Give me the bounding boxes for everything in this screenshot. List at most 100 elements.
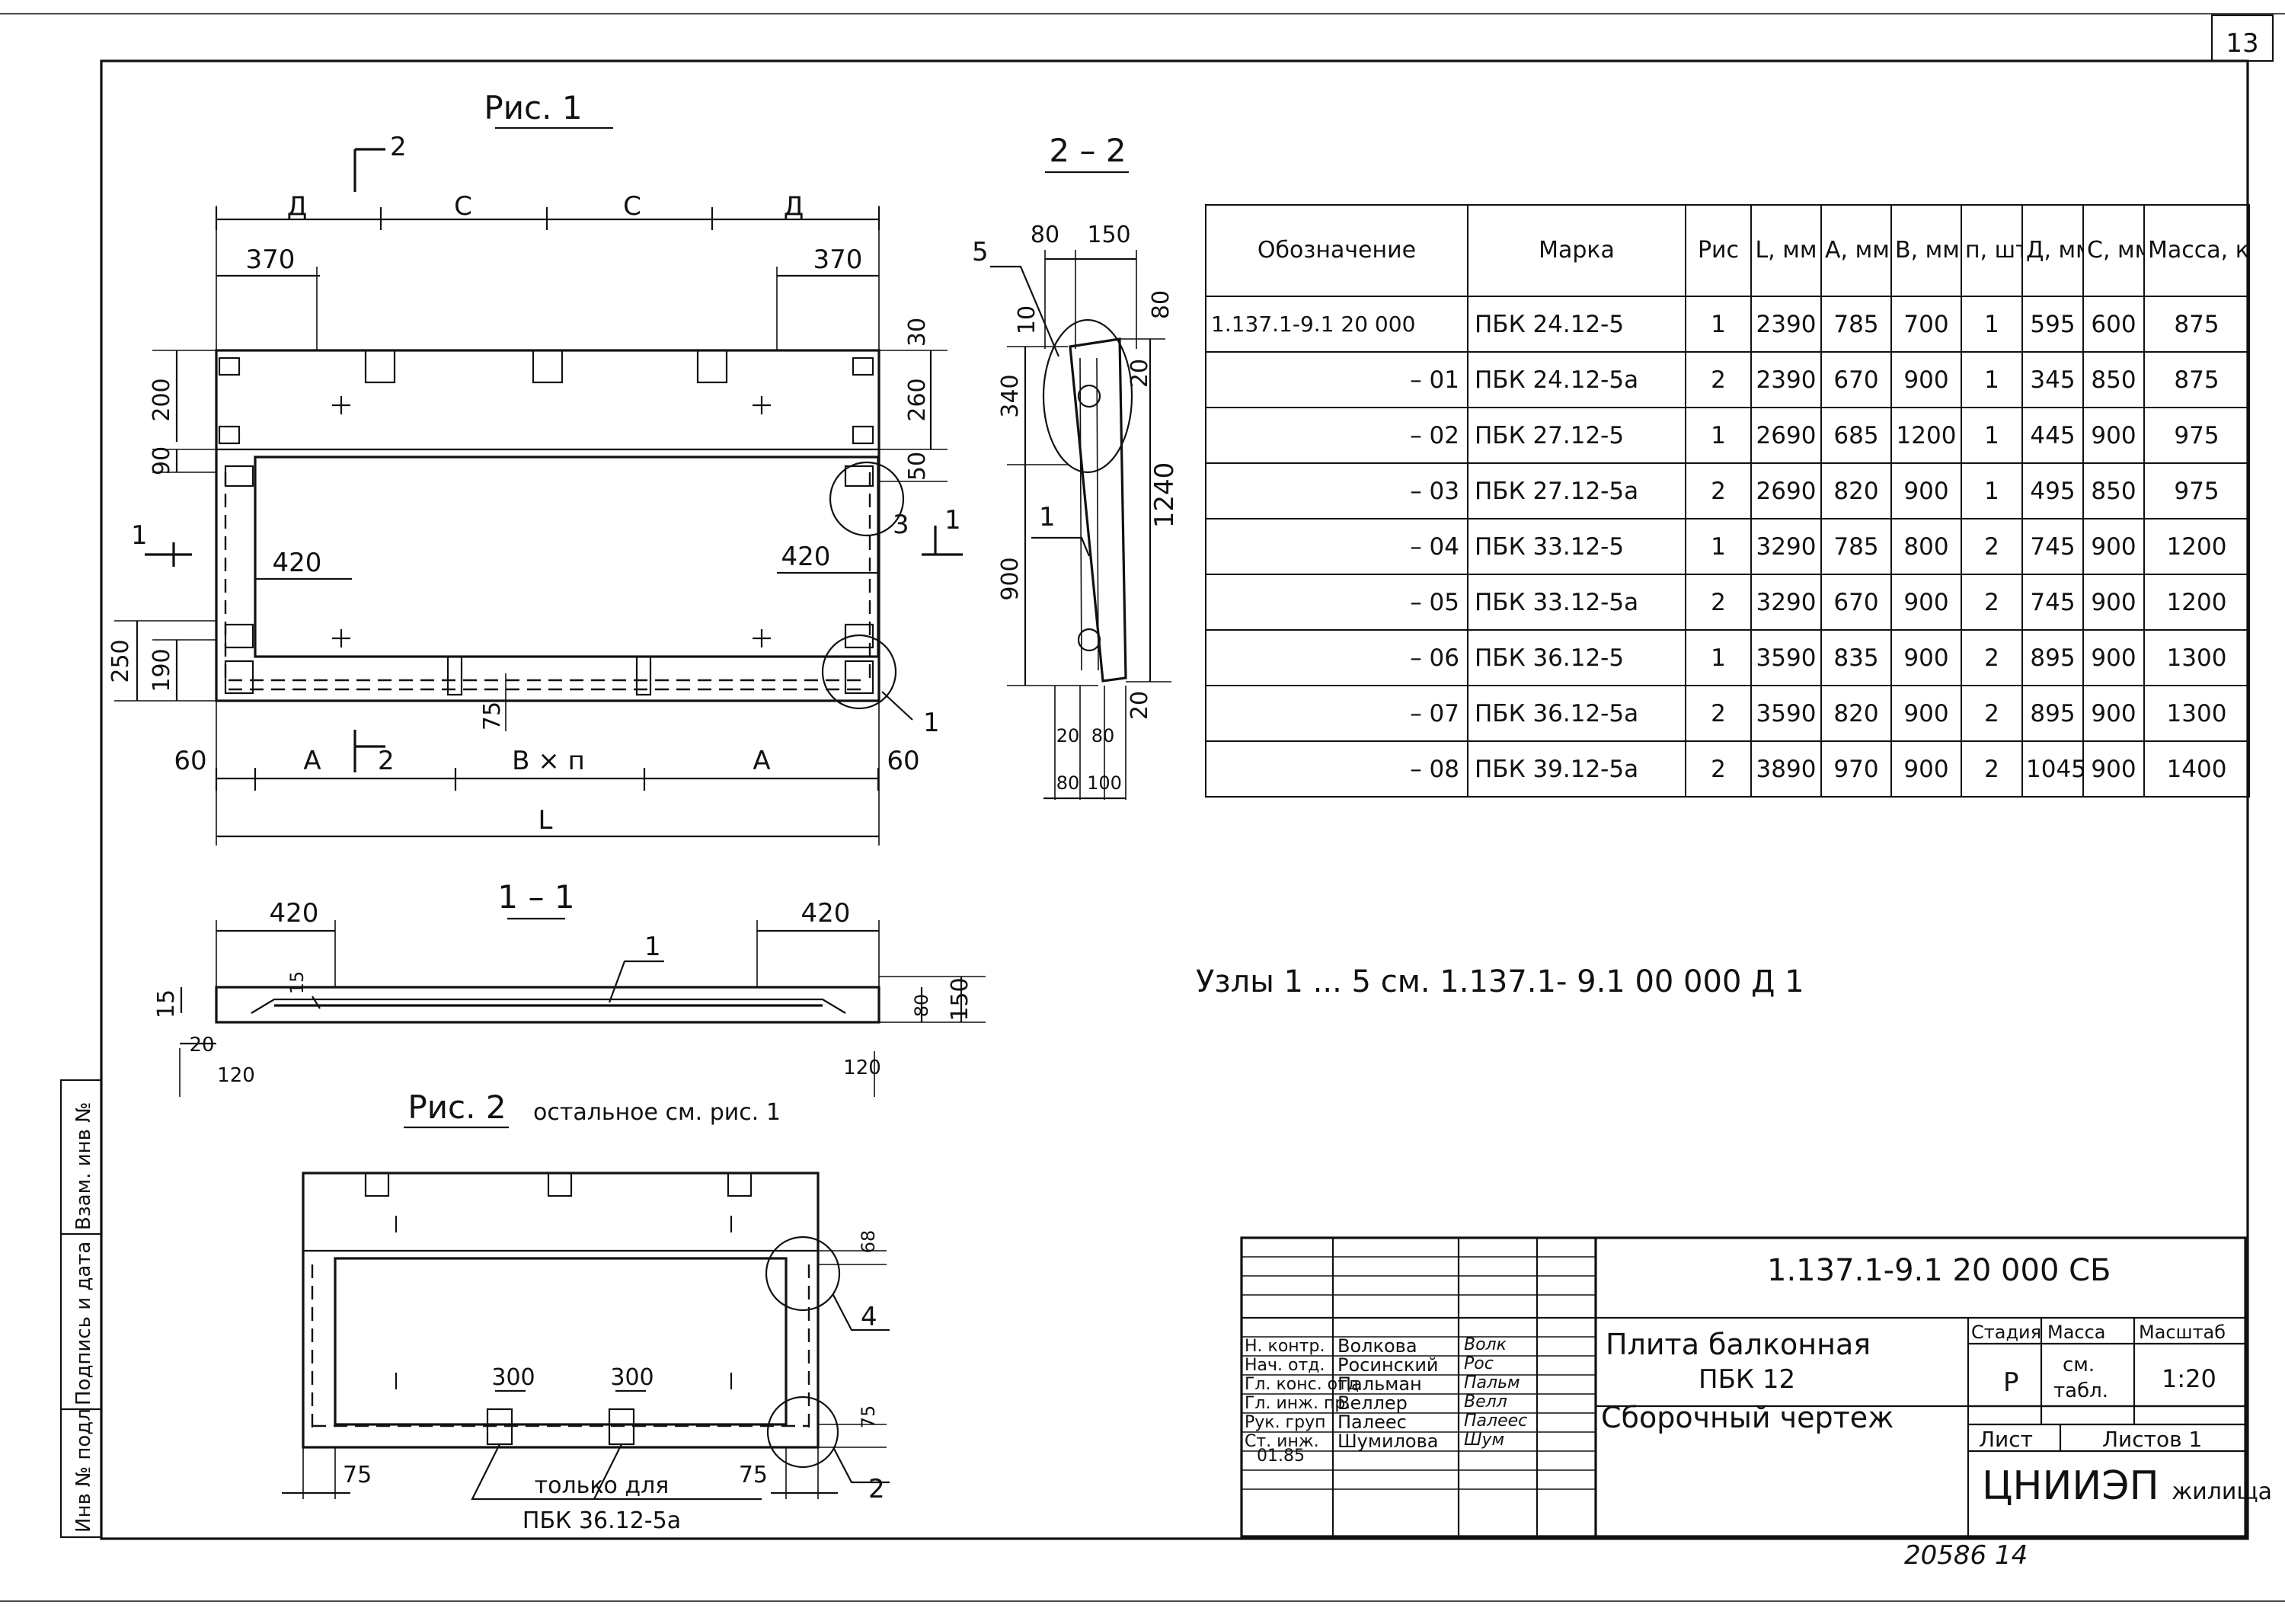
sec11-title: 1 – 1 (497, 878, 574, 916)
table-cell: 900 (2082, 685, 2145, 742)
table-cell: 2690 (1750, 407, 1822, 464)
sec22-dim-20-bottom: 20 (1056, 725, 1080, 746)
table-cell: 900 (2082, 518, 2145, 575)
person-signature: Волк (1464, 1335, 1507, 1354)
fig2-subtitle: остальное см. рис. 1 (533, 1099, 781, 1126)
cell-mark: ПБК 33.12-5а (1467, 574, 1686, 631)
dim-190: 190 (149, 648, 175, 692)
person-signature: Рос (1464, 1354, 1494, 1373)
sec11-dim-120-right: 120 (843, 1057, 881, 1079)
sec22-dim-10: 10 (1014, 305, 1040, 334)
table-cell: 900 (2082, 629, 2145, 686)
table-cell: 595 (2021, 296, 2084, 353)
table-cell: 1400 (2143, 740, 2250, 798)
dim-420-right: 420 (781, 542, 831, 572)
table-cell: 1045 (2021, 740, 2084, 798)
table-cell: 2 (1961, 740, 2023, 798)
cell-designation: – 07 (1205, 685, 1468, 742)
table-cell: 745 (2021, 518, 2084, 575)
table-cell: 970 (1820, 740, 1892, 798)
sec22-dim-340: 340 (997, 374, 1024, 417)
table-cell: 1200 (2143, 518, 2250, 575)
sec11-dim-150: 150 (947, 977, 973, 1021)
title-block: 1.137.1-9.1 20 000 СБ 01.85 Н. контр.Вол… (1242, 1238, 2272, 1536)
dim-b-n: В × п (512, 746, 585, 776)
date: 01.85 (1257, 1447, 1305, 1466)
table-cell: 685 (1820, 407, 1892, 464)
col-mark: Марка (1467, 204, 1686, 297)
cell-mark: ПБК 36.12-5а (1467, 685, 1686, 742)
table-cell: 1 (1961, 462, 2023, 519)
fig2-title: Рис. 2 (407, 1089, 506, 1126)
col-d: Д, мм (2021, 204, 2084, 297)
org-suffix: жилища (2172, 1479, 2273, 1505)
table-cell: 3890 (1750, 740, 1822, 798)
table-cell: 895 (2021, 629, 2084, 686)
col-c: С, мм (2082, 204, 2145, 297)
sec22-callout-1: 1 (1039, 502, 1056, 532)
dim-260: 260 (904, 378, 931, 421)
table-cell: 1 (1685, 296, 1752, 353)
col-mass: Масса, кг (2143, 204, 2250, 297)
person-name: Волкова (1337, 1335, 1417, 1357)
table-cell: 850 (2082, 462, 2145, 519)
table-cell: 2 (1961, 518, 2023, 575)
col-l: L, мм (1750, 204, 1822, 297)
table-cell: 1 (1961, 351, 2023, 408)
cell-designation: – 06 (1205, 629, 1468, 686)
table-cell: 700 (1890, 296, 1962, 353)
col-fig: Рис (1685, 204, 1752, 297)
footer-note: 20586 14 (1904, 1540, 2028, 1571)
col-a: А, мм (1820, 204, 1892, 297)
table-cell: 670 (1820, 574, 1892, 631)
table-cell: 875 (2143, 296, 2250, 353)
title-block-frame (1240, 1236, 2247, 1538)
sec22-dim-100: 100 (1087, 772, 1122, 794)
dim-a-left: А (303, 746, 321, 776)
stamp-signature-date: Подпись и дата (72, 1242, 95, 1405)
table-cell: 1300 (2143, 685, 2250, 742)
table-cell: 3290 (1750, 518, 1822, 575)
table-cell: 3290 (1750, 574, 1822, 631)
person-signature: Пальм (1464, 1373, 1520, 1392)
table-cell: 2390 (1750, 351, 1822, 408)
sheet-label: Лист (1979, 1427, 2033, 1452)
fig2-dim-300-left: 300 (491, 1364, 535, 1391)
fig2-dim-68: 68 (858, 1230, 879, 1254)
table-cell: 975 (2143, 462, 2250, 519)
org-name: ЦНИИЭП жилища (1982, 1463, 2273, 1509)
dim-a-right: А (753, 746, 770, 776)
sec22-dim-1240: 1240 (1149, 462, 1180, 529)
cell-designation: – 02 (1205, 407, 1468, 464)
stage-value: Р (2003, 1367, 2019, 1398)
table-cell: 600 (2082, 296, 2145, 353)
cell-mark: ПБК 24.12-5а (1467, 351, 1686, 408)
fig2-dim-75-left: 75 (343, 1462, 372, 1488)
table-cell: 1200 (1890, 407, 1962, 464)
table-cell: 3590 (1750, 629, 1822, 686)
sec11-dim-20: 20 (189, 1034, 214, 1057)
dim-370-left: 370 (246, 245, 296, 275)
person-role: Н. контр. (1245, 1337, 1325, 1356)
section-mark-2-top: 2 (390, 132, 407, 162)
dim-d-left: Д (287, 191, 308, 222)
col-n: п, шт (1961, 204, 2023, 297)
scale-value: 1:20 (2162, 1364, 2216, 1393)
page-number: 13 (2226, 28, 2258, 59)
table-cell: 800 (1890, 518, 1962, 575)
cell-designation: 1.137.1-9.1 20 000 (1205, 296, 1468, 353)
callout-3: 3 (893, 510, 909, 540)
table-cell: 2390 (1750, 296, 1822, 353)
table-cell: 2 (1685, 740, 1752, 798)
col-b: В, мм (1890, 204, 1962, 297)
table-cell: 670 (1820, 351, 1892, 408)
person-signature: Палеес (1464, 1411, 1528, 1431)
table-header-row: Обозначение Марка Рис L, мм А, мм В, мм … (1205, 204, 2250, 297)
dim-200: 200 (149, 378, 175, 421)
table-cell: 1 (1961, 407, 2023, 464)
table-cell: 2 (1685, 685, 1752, 742)
